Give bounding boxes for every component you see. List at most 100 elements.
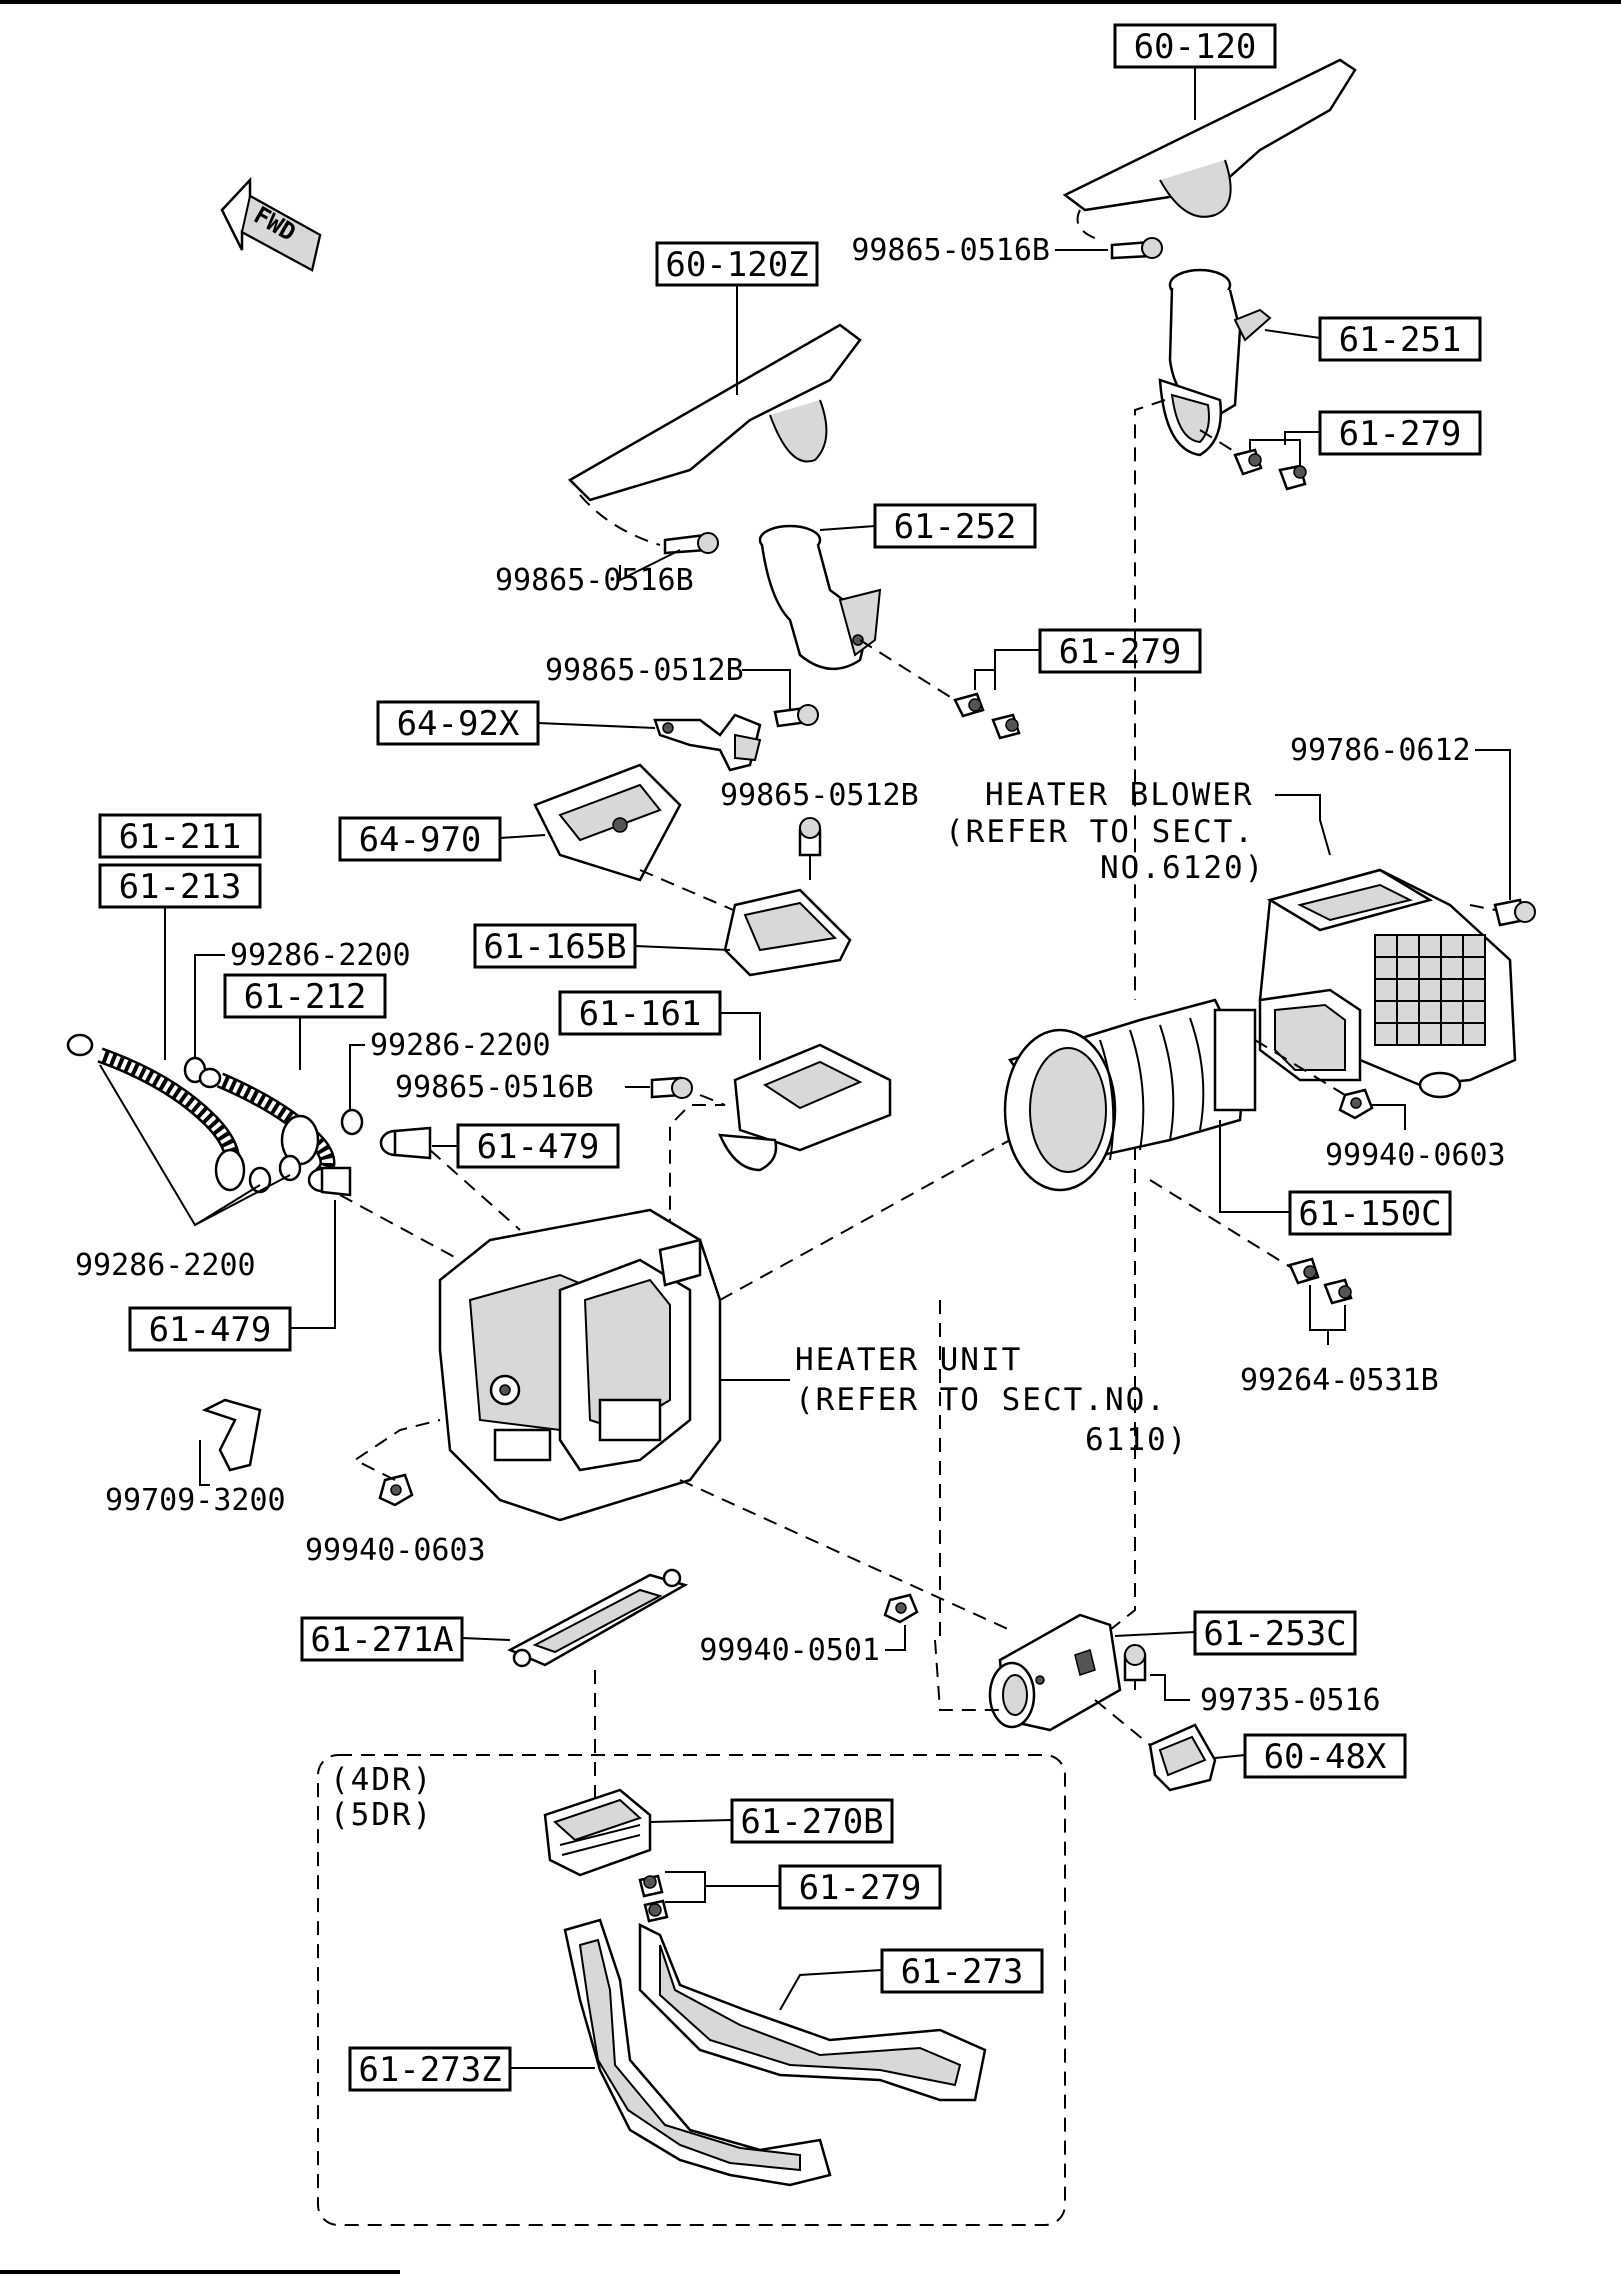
label-60-120Z: 60-120Z <box>655 241 819 395</box>
label-60-120: 60-120 <box>1113 23 1277 120</box>
vent-61-161 <box>718 1043 892 1172</box>
note-heater-blower-3: NO.6120) <box>1100 850 1265 886</box>
bracket-64-92X <box>653 713 762 772</box>
part-61-270B: 61-270B <box>740 1802 883 1842</box>
grommet-a-icon <box>379 1126 432 1160</box>
label-61-150C: 61-150C <box>1219 1120 1452 1236</box>
part-61-165B: 61-165B <box>483 927 626 967</box>
part-60-120: 60-120 <box>1134 27 1257 67</box>
bellows-61-150C <box>1003 998 1257 1192</box>
fastener-99286-2200-a: 99286-2200 <box>230 938 411 973</box>
note-heater-unit-3: 6110) <box>1085 1422 1188 1458</box>
screw-0516B-mid-icon <box>625 1076 693 1099</box>
note-variant-4dr: (4DR) <box>330 1762 433 1798</box>
note-heater-unit-2: (REFER TO SECT.NO. <box>795 1382 1167 1418</box>
label-61-251: 61-251 <box>1264 316 1482 362</box>
note-heater-unit-1: HEATER UNIT <box>795 1342 1022 1378</box>
fastener-99286-2200-b: 99286-2200 <box>370 1028 551 1063</box>
part-61-251: 61-251 <box>1339 320 1462 360</box>
clip-pair-99264-icon <box>1288 1257 1353 1305</box>
part-61-213: 61-213 <box>119 867 242 907</box>
clamp-c-icon <box>248 1154 302 1194</box>
screw-99786-icon <box>1493 898 1536 927</box>
fastener-99735-0516: 99735-0516 <box>1200 1683 1381 1718</box>
fastener-99264-0531B: 99264-0531B <box>1240 1363 1439 1398</box>
part-64-92X: 64-92X <box>397 704 520 744</box>
note-heater-blower-2: (REFER TO SECT. <box>945 814 1255 850</box>
label-61-270B: 61-270B <box>649 1798 894 1844</box>
part-61-279-b: 61-279 <box>1059 632 1182 672</box>
vent-61-270B <box>543 1788 652 1877</box>
fastener-99940-0603-b: 99940-0603 <box>305 1533 486 1568</box>
label-61-165B: 61-165B <box>473 923 731 969</box>
part-61-212: 61-212 <box>244 977 367 1017</box>
part-61-271A: 61-271A <box>310 1620 453 1660</box>
screw-top-right-icon <box>1076 209 1163 260</box>
fastener-99865-0512B-a: 99865-0512B <box>545 653 744 688</box>
cover-61-165B <box>723 888 852 977</box>
label-61-273: 61-273 <box>779 1948 1044 2011</box>
part-61-161: 61-161 <box>579 994 702 1034</box>
clamp-b-icon <box>340 1108 364 1136</box>
label-61-211: 61-211 <box>98 813 262 859</box>
duct-61-273Z <box>563 1918 832 2187</box>
label-64-92X: 64-92X <box>376 700 656 746</box>
heater-blower <box>1258 868 1517 1099</box>
label-61-252: 61-252 <box>819 503 1037 549</box>
vent-61-271A <box>507 1568 689 1668</box>
screw-left-duct-icon <box>579 494 719 555</box>
label-61-479-a: 61-479 <box>432 1123 620 1169</box>
part-61-253C: 61-253C <box>1203 1614 1346 1654</box>
note-variant-5dr: (5DR) <box>330 1797 433 1833</box>
label-61-213: 61-213 <box>98 863 262 1060</box>
part-61-279-c: 61-279 <box>799 1868 922 1908</box>
nut-99940-left-icon <box>378 1473 414 1507</box>
defroster-duct-right <box>1062 58 1357 218</box>
note-heater-blower-1: HEATER BLOWER <box>985 777 1254 813</box>
fastener-99865-0516B-left: 99865-0516B <box>495 563 694 598</box>
part-61-211: 61-211 <box>119 817 242 857</box>
label-61-279-c: 61-279 <box>665 1864 942 1910</box>
label-61-161: 61-161 <box>558 990 761 1060</box>
label-64-970: 64-970 <box>338 816 546 862</box>
fastener-99709-3200: 99709-3200 <box>105 1483 286 1518</box>
defroster-duct-left <box>567 323 862 502</box>
screw-99735-icon <box>1123 1644 1147 1690</box>
label-61-273Z: 61-273Z <box>348 2046 595 2092</box>
label-61-253C: 61-253C <box>1114 1610 1357 1656</box>
clip-pair-bottom-icon <box>638 1874 669 1923</box>
bracket-60-48X <box>1148 1723 1217 1792</box>
hose-61-212 <box>198 1067 336 1182</box>
fastener-99286-2200-c: 99286-2200 <box>75 1248 256 1283</box>
duct-61-273 <box>638 1922 987 2102</box>
part-61-150C: 61-150C <box>1298 1194 1441 1234</box>
part-61-273: 61-273 <box>901 1952 1024 1992</box>
duct-connector-61-251 <box>1158 268 1272 457</box>
nut-99940-0501-icon <box>883 1593 919 1624</box>
clip-99709-icon <box>201 1398 262 1472</box>
part-61-252: 61-252 <box>894 507 1017 547</box>
fastener-99940-0603-a: 99940-0603 <box>1325 1138 1506 1173</box>
clip-pair-top-icon <box>1233 439 1307 491</box>
label-60-48X: 60-48X <box>1214 1733 1407 1779</box>
label-61-212: 61-212 <box>223 973 387 1070</box>
nut-99940-right-icon <box>1338 1088 1374 1120</box>
part-60-48X: 60-48X <box>1264 1737 1387 1777</box>
label-61-279-b: 61-279 <box>974 628 1202 690</box>
part-61-479-a: 61-479 <box>477 1127 600 1167</box>
variant-box <box>317 1754 1066 2226</box>
part-64-970: 64-970 <box>359 820 482 860</box>
screw-0512B-b-icon <box>798 817 822 880</box>
duct-connector-61-252 <box>758 524 882 671</box>
fastener-99865-0516B-mid: 99865-0516B <box>395 1070 594 1105</box>
fastener-99940-0501: 99940-0501 <box>699 1633 880 1668</box>
hose-61-211 <box>66 1033 246 1192</box>
label-61-271A: 61-271A <box>300 1616 511 1662</box>
fwd-arrow-icon: FWD <box>220 176 322 272</box>
fastener-99865-0516B-top: 99865-0516B <box>851 233 1050 268</box>
part-61-273Z: 61-273Z <box>358 2050 501 2090</box>
part-60-120Z: 60-120Z <box>665 245 808 285</box>
fastener-99786-0612: 99786-0612 <box>1290 733 1471 768</box>
part-61-479-b: 61-479 <box>149 1310 272 1350</box>
